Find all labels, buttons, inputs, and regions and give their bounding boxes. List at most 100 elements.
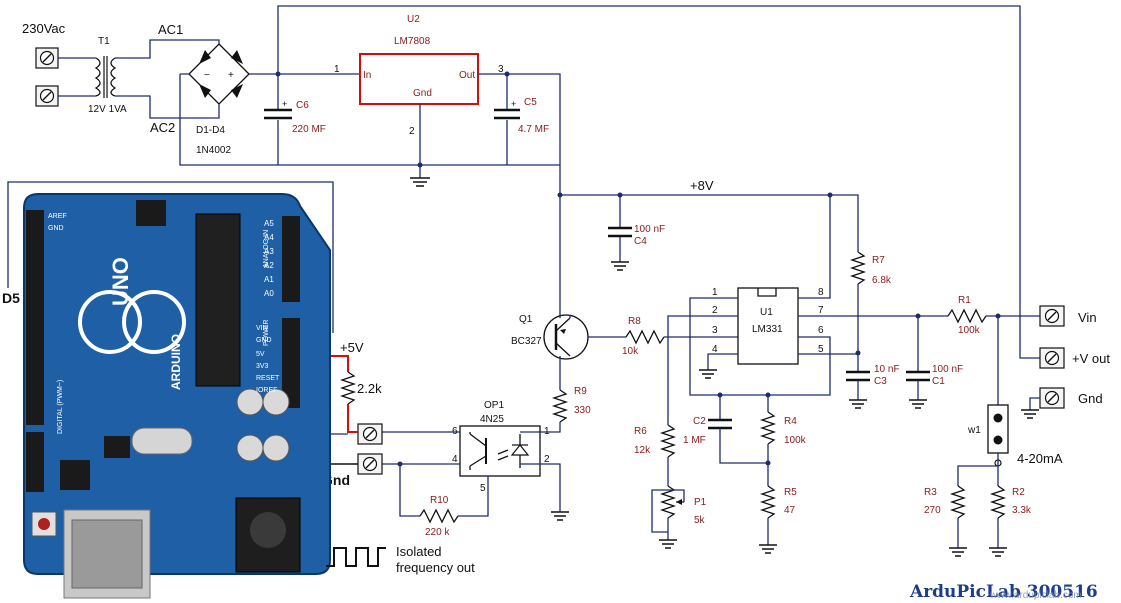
ic-u1	[737, 287, 799, 365]
r1-value: 100k	[958, 325, 981, 336]
op1-part: 4N25	[480, 414, 504, 425]
board-3v3: 3V3	[256, 363, 269, 370]
transformer-value: 12V 1VA	[88, 104, 127, 115]
square-wave-icon	[326, 547, 386, 567]
board-analog-text: ANALOG IN	[263, 230, 270, 268]
r9-value: 330	[574, 405, 591, 416]
regulator-pin-3-num: 3	[498, 64, 504, 75]
r9-ref: R9	[574, 386, 587, 397]
capacitor-c1	[906, 316, 930, 409]
capacitor-c6: +	[264, 74, 292, 165]
board-a0: A0	[264, 289, 274, 298]
terminal-vout-label: +V out	[1072, 351, 1110, 366]
r6-value: 12k	[634, 445, 651, 456]
board-digital-pin-labels: AREF GND	[48, 213, 67, 232]
pullup-label: 2.2k	[357, 381, 382, 396]
board-vin: VIN	[256, 325, 268, 332]
op1-pin-6: 5	[480, 483, 486, 494]
board-a2: A2	[264, 261, 274, 270]
r2-value: 3.3k	[1012, 505, 1032, 516]
capacitor-c2	[708, 395, 768, 464]
terminal-vin-label: Vin	[1078, 310, 1097, 325]
board-uno-text: UNO	[108, 257, 133, 306]
board-gnd: GND	[256, 337, 272, 344]
resistor-r2	[989, 485, 1007, 557]
terminal-gnd-arduino	[357, 453, 383, 475]
brand-watermark: ArduPicLab 300516	[909, 582, 1098, 602]
board-gnd-2: GND	[48, 225, 64, 232]
c5-ref: C5	[524, 97, 537, 108]
resistor-r10	[419, 508, 459, 524]
regulator-pin-out: Out	[459, 70, 475, 81]
r7-ref: R7	[872, 255, 885, 266]
c2-value: 1 MF	[683, 435, 706, 446]
r8-ref: R8	[628, 316, 641, 327]
svg-text:+: +	[511, 99, 516, 109]
resistor-r7	[849, 251, 867, 285]
r6-ref: R6	[634, 426, 647, 437]
potentiometer-p1	[651, 485, 685, 549]
p1-ref: P1	[694, 497, 707, 508]
r1-ref: R1	[958, 295, 971, 306]
resistor-r5	[759, 485, 777, 554]
board-ioref: IOREF	[256, 387, 277, 394]
r4-value: 100k	[784, 435, 807, 446]
c5-value: 4.7 MF	[518, 124, 549, 135]
r10-value: 220 k	[425, 527, 450, 538]
transistor-q1	[543, 314, 589, 360]
regulator-pin-2-num: 2	[409, 126, 415, 137]
mains-terminal-2	[35, 85, 59, 107]
c4-ref: C4	[634, 236, 647, 247]
r5-ref: R5	[784, 487, 797, 498]
r3-value: 270	[924, 505, 941, 516]
w1-label: 4-20mA	[1017, 451, 1063, 466]
c1-ref: C1	[932, 376, 945, 387]
iso-out-line-2: frequency out	[396, 560, 475, 575]
mains-label: 230Vac	[22, 21, 66, 36]
u1-ref: U1	[760, 307, 773, 318]
board-arduino-text: ARDUINO	[169, 334, 183, 390]
board-a5: A5	[264, 219, 274, 228]
svg-text:+: +	[282, 99, 287, 109]
terminal-vout	[1039, 347, 1065, 369]
rail-label: +8V	[690, 178, 714, 193]
op1-pin-1: 1	[544, 426, 550, 437]
w1-ref: w1	[967, 425, 981, 436]
mains-terminal-1	[35, 47, 59, 69]
resistor-r1	[947, 308, 987, 324]
u1-pin-4: 4	[712, 344, 718, 355]
regulator-ref: U2	[407, 14, 420, 25]
bridge-ac1-label: AC1	[158, 22, 183, 37]
q1-part: BC327	[511, 336, 542, 347]
r2-ref: R2	[1012, 487, 1025, 498]
regulator-pin-gnd: Gnd	[413, 88, 432, 99]
terminal-gnd-label: Gnd	[1078, 391, 1103, 406]
resistor-r6	[659, 424, 677, 486]
resistor-r9	[551, 389, 569, 423]
u1-pin-8: 8	[818, 287, 824, 298]
c6-ref: C6	[296, 100, 309, 111]
u1-pin-2: 2	[712, 305, 718, 316]
board-analog-pin-labels: A5 A4 A3 A2 A1 A0	[264, 219, 274, 298]
u1-pin-5: 5	[818, 344, 824, 355]
resistor-pullup	[339, 371, 357, 405]
c1-value: 100 nF	[932, 364, 963, 375]
board-aref: AREF	[48, 213, 67, 220]
transformer-ref: T1	[98, 36, 110, 47]
c4-value: 100 nF	[634, 224, 665, 235]
bridge-ac2-label: AC2	[150, 120, 175, 135]
optocoupler-op1	[459, 425, 541, 477]
c6-value: 220 MF	[292, 124, 326, 135]
op1-ref: OP1	[484, 400, 504, 411]
terminal-vin	[1039, 305, 1065, 327]
u1-pin-3: 3	[712, 325, 718, 336]
bridge-part: 1N4002	[196, 145, 231, 156]
svg-text:−: −	[204, 70, 210, 81]
bridge-rectifier: − +	[188, 43, 250, 105]
arduino-uno-board	[23, 193, 331, 599]
url-overlay: www.ardupiclab.com	[989, 590, 1082, 601]
op1-pin-4: 4	[452, 454, 458, 465]
plus5v-label: +5V	[340, 340, 364, 355]
u1-pin-1: 1	[712, 287, 718, 298]
